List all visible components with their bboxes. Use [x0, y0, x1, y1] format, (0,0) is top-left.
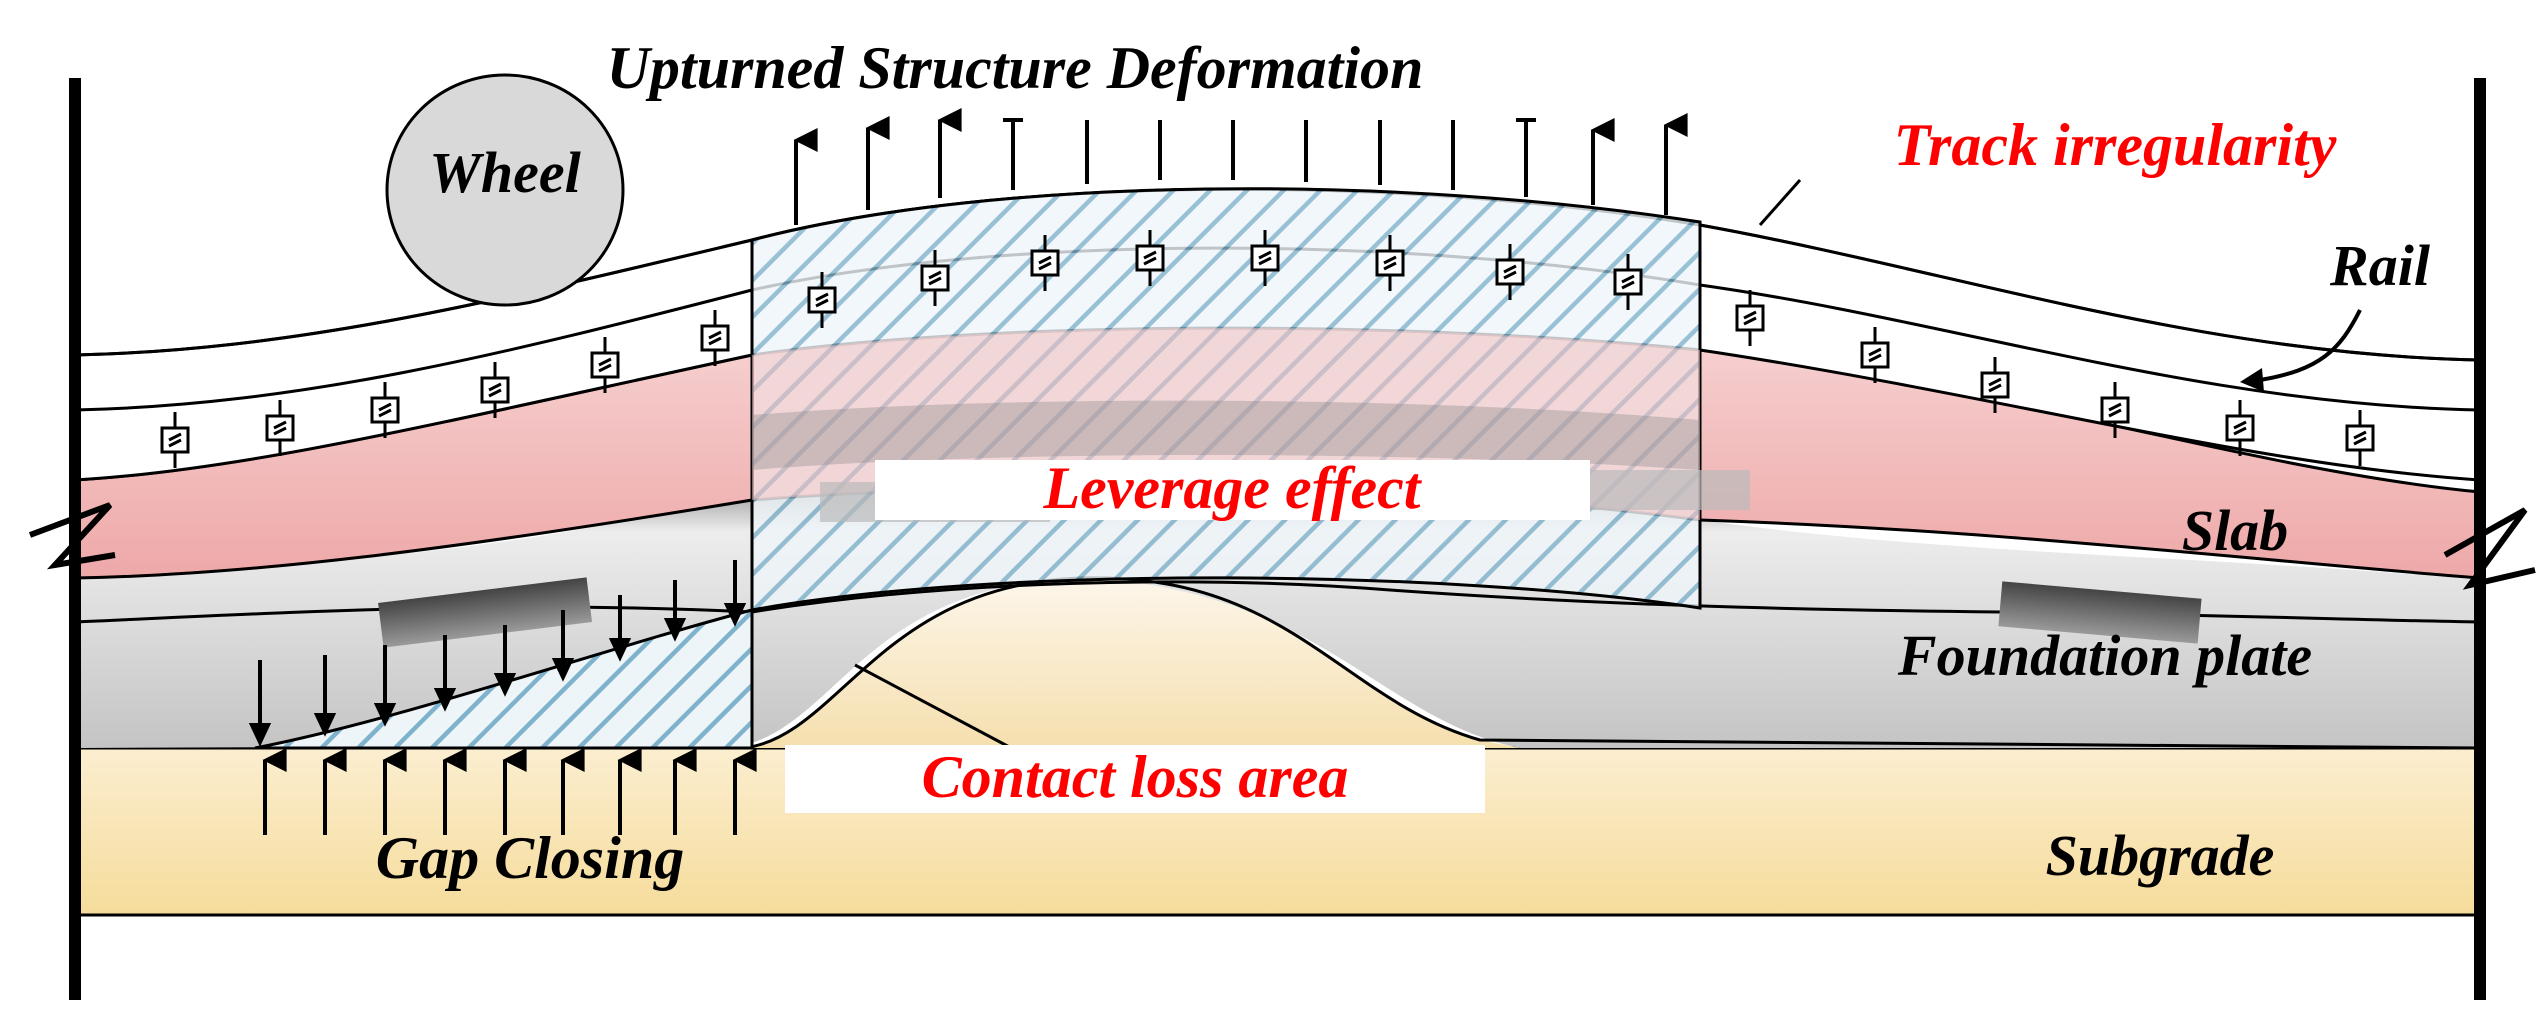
rail-leader-arrow: [2259, 309, 2362, 382]
left-pad: [378, 577, 593, 648]
foundation-plate-label: Foundation plate: [1897, 623, 2312, 688]
left-break-mark: [28, 502, 116, 570]
wheel-icon: [385, 73, 625, 307]
right-pad: [1998, 581, 2202, 644]
contact-loss-box: [785, 745, 1485, 813]
upward-arrows: [793, 108, 1688, 225]
downward-arrows: [248, 560, 747, 747]
gap-closing-up-arrows: [262, 748, 757, 835]
leverage-effect-box: [875, 460, 1590, 520]
right-break-mark: [2443, 507, 2536, 590]
rail-leader-head: [2240, 368, 2264, 392]
central-foundation-tint: [752, 400, 1700, 470]
rail-label: Rail: [2329, 233, 2431, 298]
wheel-label: Wheel: [429, 140, 581, 205]
contact-loss-leader: [854, 663, 1016, 752]
slab-label: Slab: [2182, 498, 2288, 563]
contact-loss-label: Contact loss area: [922, 744, 1349, 810]
fasteners: [160, 230, 2375, 468]
track-irregularity-leader: [1758, 179, 1802, 226]
upturned-label: Upturned Structure Deformation: [607, 35, 1424, 101]
subgrade-bump: [745, 577, 1520, 748]
gap-closing-label: Gap Closing: [376, 825, 684, 891]
central-right-pad: [1570, 470, 1750, 510]
leverage-effect-label: Leverage effect: [1043, 455, 1423, 521]
track-irregularity-label: Track irregularity: [1894, 112, 2337, 178]
subgrade-label: Subgrade: [2046, 823, 2275, 888]
